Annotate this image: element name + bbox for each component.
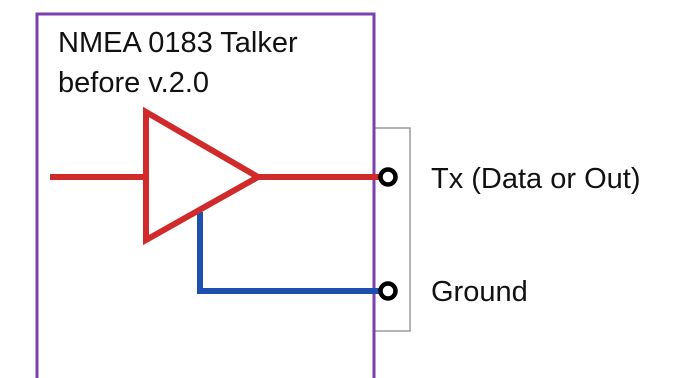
ground-terminal-label: Ground: [431, 276, 528, 308]
talker-title-line1: NMEA 0183 Talker: [58, 27, 298, 59]
talker-title-line2: before v.2.0: [58, 67, 209, 99]
tx-terminal-label: Tx (Data or Out): [431, 163, 641, 195]
driver-triangle-icon: [143, 106, 265, 246]
tx-terminal-icon: [378, 167, 398, 187]
talker-box: [35, 12, 376, 378]
ground-wire: [197, 212, 380, 294]
terminal-block: [373, 127, 411, 332]
ground-terminal-icon: [378, 281, 398, 301]
